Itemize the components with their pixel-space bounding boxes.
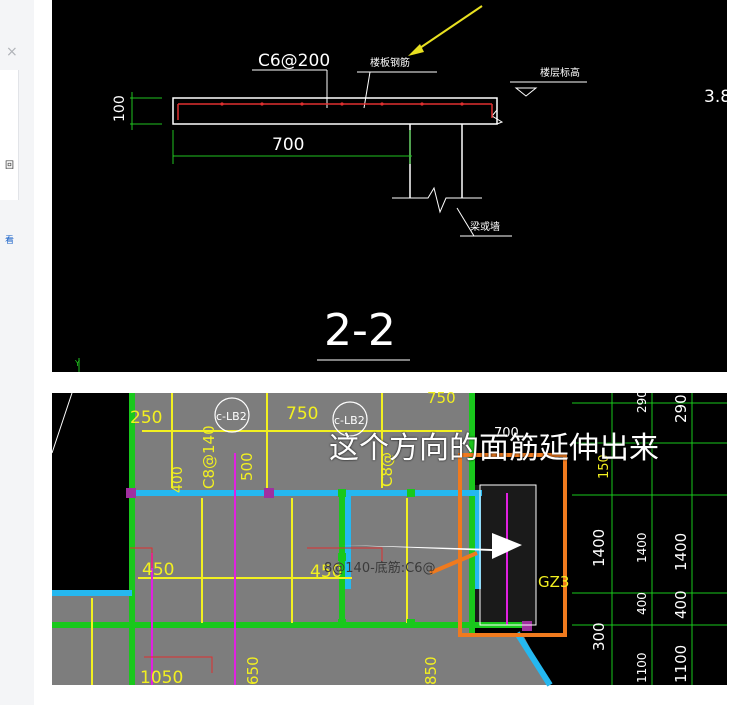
- dim-1400-b: 1400: [635, 532, 649, 563]
- direction-arrow: [342, 533, 522, 559]
- highlight-box: [458, 453, 567, 637]
- side-card[interactable]: 回 看: [0, 70, 19, 244]
- dim-300: 300: [590, 622, 608, 651]
- dim-400-a: 400: [635, 592, 649, 615]
- dim-850: 850: [422, 656, 440, 685]
- dim-450: 450: [142, 560, 174, 580]
- dim-700-label: 700: [272, 135, 304, 155]
- plan-view-svg: c-LB2 c-LB2 250 750 750 700 C8@140 C8@ 5…: [51, 389, 727, 688]
- magenta-lines: [151, 453, 508, 685]
- rebar-c8-140: C8@140: [200, 425, 218, 489]
- dim-650: 650: [244, 656, 262, 685]
- column-outline: [479, 484, 537, 626]
- annotation-text: 这个方向的面筋延伸出来: [329, 431, 659, 466]
- cad-plan-drawing: c-LB2 c-LB2 250 750 750 700 C8@140 C8@ 5…: [51, 389, 727, 688]
- dim-290b: 290: [672, 394, 690, 423]
- edge-value-label: 3.8: [704, 87, 731, 107]
- rebar-spec-label: C6@200: [258, 51, 330, 71]
- dim-500: 500: [238, 452, 256, 481]
- floor-level-label: 楼层标高: [540, 66, 580, 79]
- rebar-c8-vert: C8@: [378, 452, 396, 487]
- axis-y-label: Y: [74, 359, 80, 368]
- dim-250: 250: [130, 408, 162, 428]
- dim-150: 150: [597, 454, 612, 479]
- section-2-2-svg: C6@200 楼板钢筋 楼层标高 梁或墙 100: [74, 5, 731, 372]
- close-icon[interactable]: ×: [6, 44, 18, 60]
- leader-arrowhead: [408, 44, 424, 56]
- dim-400-b: 400: [672, 590, 690, 619]
- dim-1400-c: 1400: [672, 533, 690, 571]
- cad-section-drawing: C6@200 楼板钢筋 楼层标高 梁或墙 100: [52, 0, 731, 372]
- slab-tag-1: c-LB2: [216, 410, 247, 423]
- yellow-rebar: [91, 393, 462, 685]
- dim-1400-a: 1400: [590, 529, 608, 567]
- dim-1100-b: 1100: [672, 645, 690, 683]
- dim-400: 400: [170, 466, 186, 493]
- section-label: 2-2: [324, 305, 396, 356]
- dim-750b: 750: [427, 389, 456, 407]
- dim-1050: 1050: [140, 668, 183, 688]
- slab-rebar-label: 楼板钢筋: [370, 56, 410, 69]
- blue-beams: [52, 490, 553, 687]
- dim-1100-a: 1100: [635, 652, 649, 683]
- left-sidebar: × 回 看: [0, 0, 34, 705]
- leader-arrow: [413, 5, 483, 53]
- slab-outline: [172, 97, 498, 125]
- green-beams: [52, 393, 522, 685]
- slab-area: [134, 393, 474, 685]
- dim-750: 750: [286, 404, 318, 424]
- dim-700: 700: [494, 426, 519, 441]
- column-label: GZ3: [538, 573, 569, 591]
- dim-100-label: 100: [112, 95, 128, 122]
- dim-450b: 450: [310, 562, 342, 582]
- side-card-text: 回: [3, 160, 13, 169]
- side-card-link[interactable]: 看: [3, 235, 13, 244]
- slab-tag-2: c-LB2: [334, 414, 365, 427]
- floor-rebar-label: 8@140-底筋:C6@: [324, 560, 436, 576]
- dim-290: 290: [635, 390, 649, 413]
- beam-label: 梁或墙: [470, 220, 500, 233]
- right-dimension-lines: [572, 393, 727, 685]
